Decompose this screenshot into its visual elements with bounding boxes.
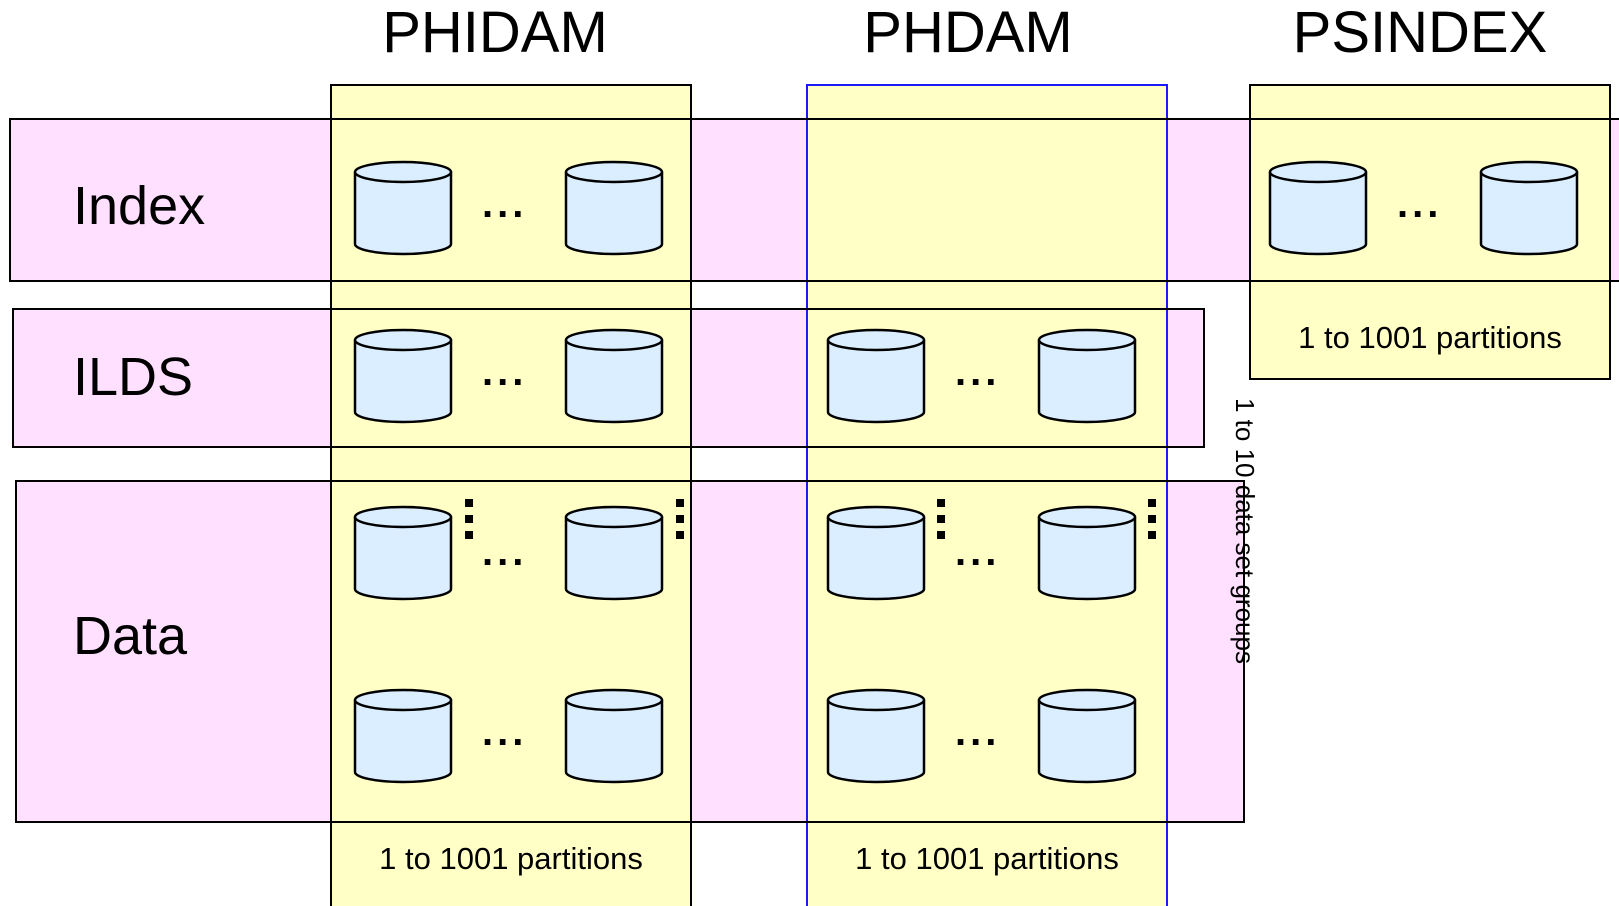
index-row-top-line — [9, 118, 1619, 120]
phidam-partitions-caption: 1 to 1001 partitions — [379, 841, 643, 876]
data-set-cylinder-icon — [353, 505, 453, 601]
data-set-cylinder-icon — [1037, 505, 1137, 601]
data-set-cylinder-icon — [564, 328, 664, 424]
phdam-right-border — [1166, 84, 1168, 906]
data-set-cylinder-icon — [1268, 160, 1368, 256]
index-row-bottom-line — [9, 280, 1619, 282]
data-row-bottom-line — [15, 821, 1245, 823]
horizontal-ellipsis-icon: ... — [482, 350, 528, 394]
data-set-cylinder-icon — [826, 328, 926, 424]
data-set-cylinder-icon — [826, 688, 926, 784]
horizontal-ellipsis-icon: ... — [955, 530, 1001, 574]
phdam-index-cell — [808, 120, 1166, 280]
column-header-phidam: PHIDAM — [382, 0, 608, 65]
horizontal-ellipsis-icon: ... — [482, 182, 528, 226]
psindex-left-border — [1249, 84, 1251, 380]
data-set-cylinder-icon — [353, 160, 453, 256]
data-set-cylinder-icon — [564, 688, 664, 784]
psindex-right-border — [1609, 84, 1611, 380]
data-set-cylinder-icon — [826, 505, 926, 601]
vertical-ellipsis-icon — [1148, 499, 1156, 539]
data-row-top-line — [15, 480, 1245, 482]
horizontal-ellipsis-icon: ... — [1397, 182, 1443, 226]
horizontal-ellipsis-icon: ... — [955, 710, 1001, 754]
vertical-ellipsis-icon — [937, 499, 945, 539]
horizontal-ellipsis-icon: ... — [482, 710, 528, 754]
data-set-cylinder-icon — [564, 505, 664, 601]
row-label-ilds: ILDS — [73, 347, 194, 407]
column-header-psindex: PSINDEX — [1292, 0, 1548, 65]
horizontal-ellipsis-icon: ... — [482, 530, 528, 574]
data-set-cylinder-icon — [353, 328, 453, 424]
phidam-right-border — [690, 84, 692, 906]
psindex-partitions-caption: 1 to 1001 partitions — [1298, 320, 1562, 355]
data-set-cylinder-icon — [1037, 328, 1137, 424]
vertical-ellipsis-icon — [676, 499, 684, 539]
row-label-data: Data — [73, 606, 188, 666]
data-set-groups-caption: 1 to 10 data set groups — [1230, 398, 1260, 664]
ilds-row-top-line — [12, 308, 1205, 310]
data-set-cylinder-icon — [1479, 160, 1579, 256]
data-set-cylinder-icon — [353, 688, 453, 784]
data-set-cylinder-icon — [564, 160, 664, 256]
phdam-partitions-caption: 1 to 1001 partitions — [855, 841, 1119, 876]
phidam-left-border — [330, 84, 332, 906]
phdam-left-border — [806, 84, 808, 906]
row-label-index: Index — [73, 176, 206, 236]
column-header-phdam: PHDAM — [863, 0, 1073, 65]
vertical-ellipsis-icon — [465, 499, 473, 539]
data-set-cylinder-icon — [1037, 688, 1137, 784]
ilds-row-bottom-line — [12, 446, 1205, 448]
horizontal-ellipsis-icon: ... — [955, 350, 1001, 394]
